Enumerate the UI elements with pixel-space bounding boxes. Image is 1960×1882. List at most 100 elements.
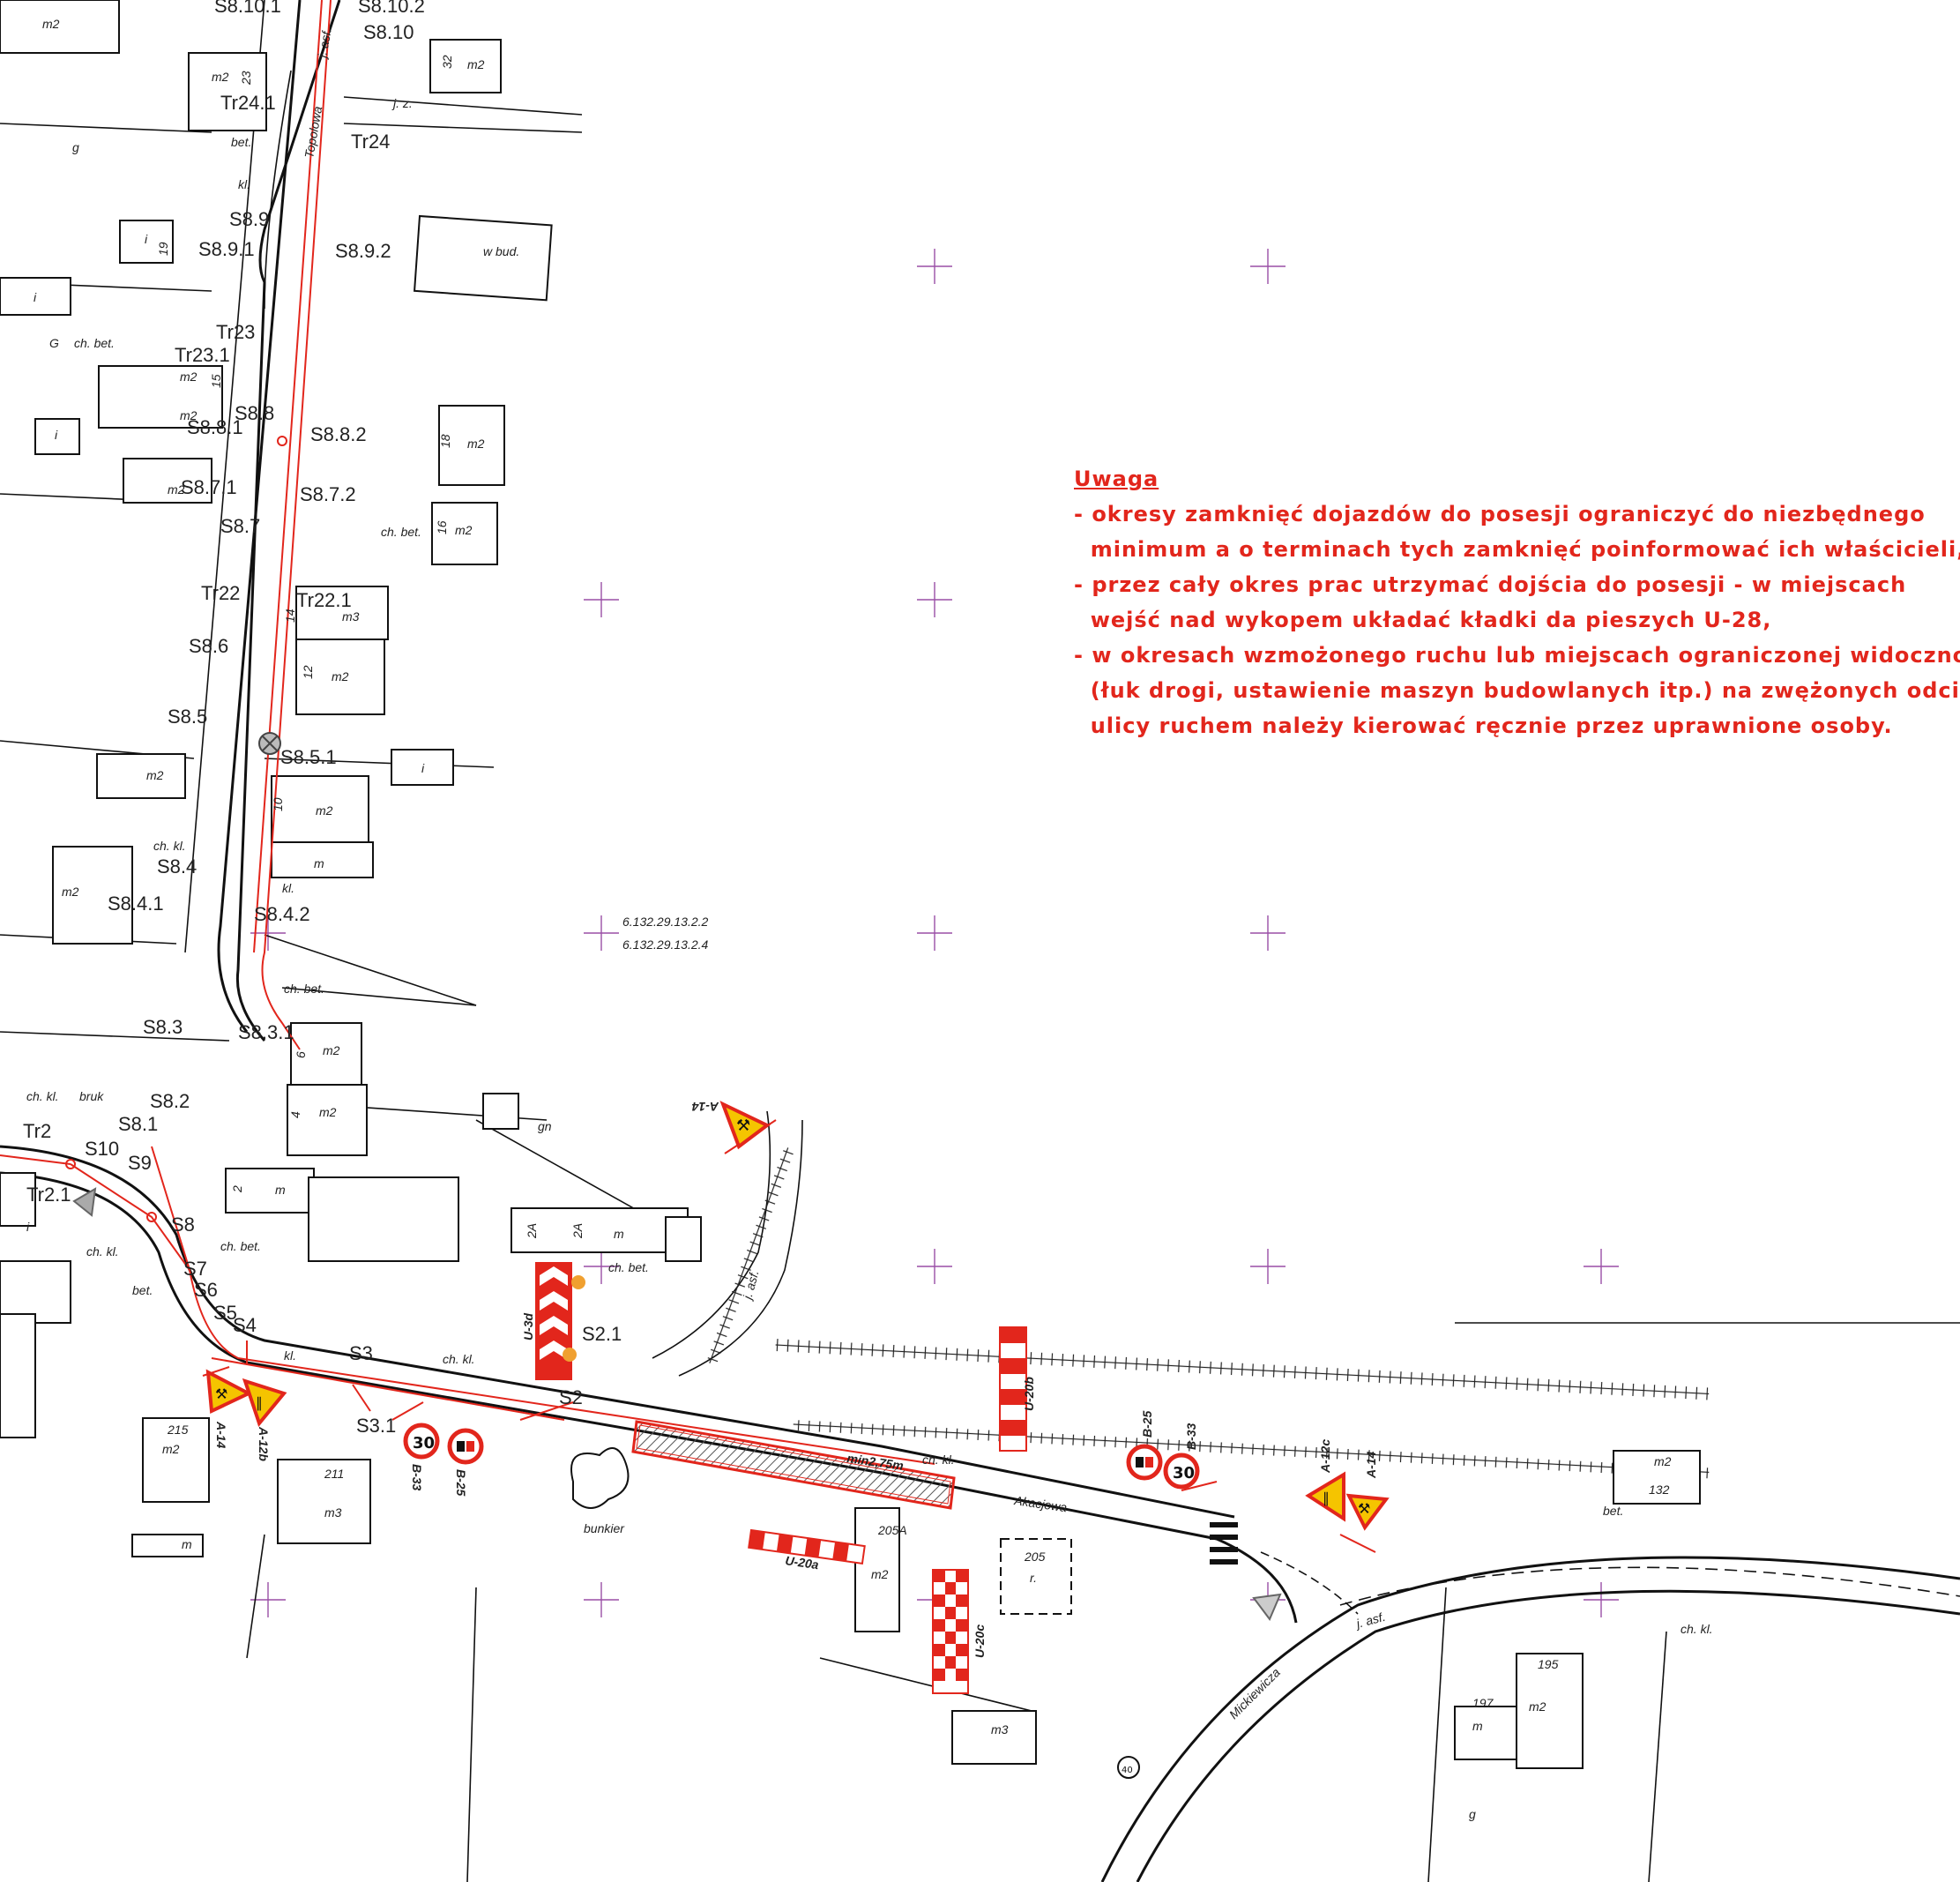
svg-text:⚒: ⚒ (736, 1117, 750, 1135)
label-s3: S3 (349, 1342, 373, 1364)
bldg-m2-18: m2 (1529, 1699, 1546, 1714)
label-s8-10: S8.10 (363, 21, 414, 43)
bet-label-1: bet. (231, 135, 251, 149)
sign-a14-left-label: A-14 (214, 1421, 228, 1449)
label-s8-3: S8.3 (143, 1016, 183, 1038)
label-s8-6: S8.6 (189, 635, 228, 657)
label-s8-1: S8.1 (118, 1113, 158, 1135)
bldg-32: 32 (440, 55, 454, 69)
ch-bet-label-1: ch. bet. (74, 336, 115, 350)
bldg-205a: 205A (877, 1523, 907, 1537)
sign-u20a-label: U-20a (785, 1553, 820, 1572)
bldg-m-4: m (1472, 1719, 1483, 1733)
label-s8-5: S8.5 (168, 706, 207, 728)
label-tr2: Tr2 (23, 1120, 51, 1142)
label-s8-3-1: S8.3.1 (238, 1021, 294, 1043)
bldg-i-4: i (421, 761, 425, 775)
bldg-205: 205 (1024, 1550, 1046, 1564)
b33-left-value: 30 (413, 1434, 435, 1453)
label-s7: S7 (183, 1258, 207, 1280)
bunker-icon (570, 1447, 630, 1509)
bldg-m2-6: m2 (467, 437, 485, 451)
sign-b25-right-label: B-25 (1140, 1410, 1154, 1438)
label-s8-10-1: S8.10.1 (214, 0, 281, 17)
sign-a14-top: ⚒ A-14 (691, 1100, 771, 1150)
bldg-m2-5: m2 (180, 408, 197, 422)
ch-kl-label-2: ch. kl. (86, 1244, 119, 1258)
label-s8-8-2: S8.8.2 (310, 423, 367, 445)
bldg-i-2: i (34, 290, 37, 304)
j-z-label: j. z. (391, 96, 413, 110)
parcel-code-2: 6.132.29.13.2.4 (622, 937, 709, 952)
label-s8-7-1: S8.7.1 (181, 476, 237, 498)
ch-kl-label-5: ch. kl. (922, 1453, 955, 1467)
bunkier-label: bunkier (584, 1521, 625, 1535)
street-akacjowa: Akacjowa (1013, 1493, 1069, 1514)
label-tr23-1: Tr23.1 (175, 344, 230, 366)
bldg-m2-17: m2 (1654, 1454, 1672, 1468)
bldg-2a: 2A (525, 1223, 539, 1239)
bldg-16: 16 (435, 520, 449, 534)
label-s8-7-2: S8.7.2 (300, 483, 356, 505)
bet-label-2: bet. (132, 1283, 153, 1297)
building-numbers: m2 m2 23 32 m2 g i 19 i G m2 15 m2 18 m2… (26, 17, 1672, 1821)
label-s9: S9 (128, 1152, 152, 1174)
bldg-m2-11: m2 (316, 803, 333, 818)
note-title: Uwaga (1074, 467, 1159, 491)
sign-a14-right-label: A-14 (1364, 1451, 1378, 1479)
bldg-215: 215 (167, 1423, 189, 1437)
sign-a12c: ∥ A-12c (1305, 1439, 1345, 1522)
label-s8-9: S8.9 (229, 208, 269, 230)
bldg-m-5: m (182, 1537, 192, 1551)
label-tr23: Tr23 (216, 321, 255, 343)
parcel-code-1: 6.132.29.13.2.2 (622, 915, 709, 929)
kl-label-1: kl. (238, 177, 250, 191)
label-tr24-1: Tr24.1 (220, 92, 276, 114)
pedestrian-crossing (1210, 1522, 1238, 1565)
sign-a14-right: ⚒ A-14 (1345, 1451, 1390, 1531)
sign-u20c-label: U-20c (973, 1624, 987, 1658)
sign-b33-right: 30 B-33 (1163, 1423, 1200, 1490)
ch-bet-label-2: ch. bet. (381, 525, 421, 539)
bldg-m2-4: m2 (180, 370, 197, 384)
label-s4: S4 (233, 1314, 257, 1336)
note-line-4: wejść nad wykopem układać kładki da pies… (1074, 608, 1772, 632)
bldg-197: 197 (1472, 1696, 1494, 1710)
sign-b25-left-label: B-25 (454, 1469, 468, 1497)
sign-u3d-chevron: U-3d (521, 1262, 585, 1380)
label-s8-9-1: S8.9.1 (198, 238, 255, 260)
label-s8-8: S8.8 (235, 402, 274, 424)
label-tr22-1: Tr22.1 (296, 589, 352, 611)
ch-bet-label-3: ch. bet. (284, 982, 324, 996)
note-line-1: - okresy zamknięć dojazdów do posesji og… (1074, 502, 1926, 527)
ch-kl-label-4: ch. kl. (443, 1352, 475, 1366)
sign-u20b-label: U-20b (1022, 1377, 1036, 1411)
bldg-6: 6 (294, 1051, 308, 1058)
bldg-211: 211 (324, 1467, 344, 1481)
label-s8-4-2: S8.4.2 (254, 903, 310, 925)
label-s8-4: S8.4 (157, 855, 197, 878)
sign-b33-left: 30 B-33 (403, 1423, 440, 1491)
label-s10: S10 (85, 1138, 119, 1160)
bldg-19: 19 (156, 242, 170, 256)
ch-kl-label-1: ch. kl. (26, 1089, 59, 1103)
bldg-m-3: m (614, 1227, 624, 1241)
sewer-route (0, 0, 1376, 1553)
gn-label: gn (538, 1119, 552, 1133)
svg-text:⚒: ⚒ (1358, 1500, 1370, 1517)
label-s8-10-2: S8.10.2 (358, 0, 425, 17)
buildings (0, 0, 1701, 1769)
sign-b25-right: B-25 (1126, 1410, 1163, 1481)
ch-bet-label-4: ch. bet. (220, 1239, 261, 1253)
sign-a12b-label: A-12b (257, 1426, 271, 1461)
bldg-2a-2: 2A (570, 1223, 585, 1239)
sign-a12b: ∥ A-12b (242, 1378, 287, 1461)
bldg-195: 195 (1538, 1657, 1559, 1671)
label-s2-1: S2.1 (582, 1323, 622, 1345)
bruk-label: bruk (79, 1089, 104, 1103)
bldg-2: 2 (230, 1185, 244, 1193)
bldg-m2-3: m2 (467, 57, 485, 71)
flow-marker-icons: 40 (72, 1187, 1282, 1779)
